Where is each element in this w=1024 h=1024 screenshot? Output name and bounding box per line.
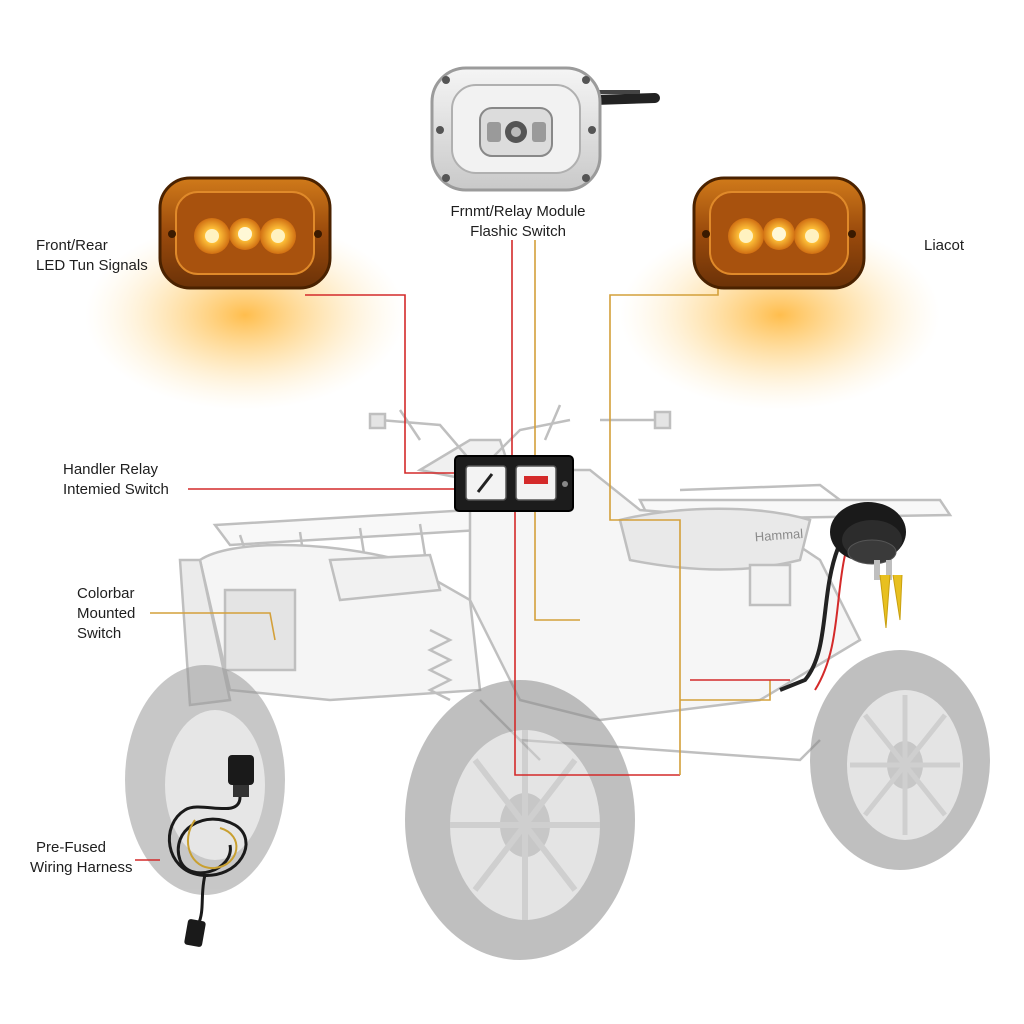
right-turn-signal (692, 176, 866, 290)
wiring-harness-label-line2: Wiring Harness (30, 859, 133, 876)
relay-module-label-line1: Frnmt/Relay Module (450, 203, 586, 220)
rear-wheel (810, 650, 990, 870)
wiring-harness-coil (168, 755, 254, 947)
leader-right-signal (609, 285, 719, 775)
turn-signals-label: Front/Rear LED Tun Signals (36, 236, 148, 276)
turn-signals-label-line2: LED Tun Signals (36, 257, 148, 274)
leader-rear-switch (680, 680, 771, 701)
leader-lines (135, 240, 790, 861)
handler-relay-label-line1: Handler Relay (63, 461, 159, 478)
atv-wheels (125, 650, 990, 960)
colorbar-switch-label: Colorbar Mounted Switch (77, 584, 135, 644)
relay-module-label-line2: Flashic Switch (470, 223, 566, 240)
left-turn-signal (158, 176, 332, 290)
turn-signals-label-line1: Front/Rear (36, 237, 108, 254)
handlebar-relay-switch (454, 455, 574, 512)
front-right-wheel (405, 680, 635, 960)
handler-relay-label-line2: Intemied Switch (63, 481, 169, 498)
right-light-label-line1: Liacot (924, 237, 965, 254)
colorbar-switch-label-line2: Mounted (77, 605, 136, 622)
handler-relay-label: Handler Relay Intemied Switch (63, 460, 169, 500)
leader-colorbar-switch (150, 612, 276, 641)
wiring-harness-label: Pre-Fused Wiring Harness (30, 838, 133, 878)
rear-mounted-switch (779, 502, 906, 692)
relay-module-label: Frnmt/Relay Module Flashic Switch (418, 202, 618, 242)
fender-brand-text: Hammal (754, 526, 803, 544)
leader-flasher-switch (534, 240, 580, 621)
colorbar-switch-label-line1: Colorbar (77, 585, 135, 602)
colorbar-switch-label-line3: Switch (77, 625, 122, 642)
relay-module-unit (430, 66, 660, 192)
leader-main-trunk (514, 490, 680, 776)
leader-left-signal (305, 294, 470, 474)
wiring-harness-label-line1: Pre-Fused (36, 839, 107, 856)
right-light-label: Liacot (924, 236, 964, 256)
